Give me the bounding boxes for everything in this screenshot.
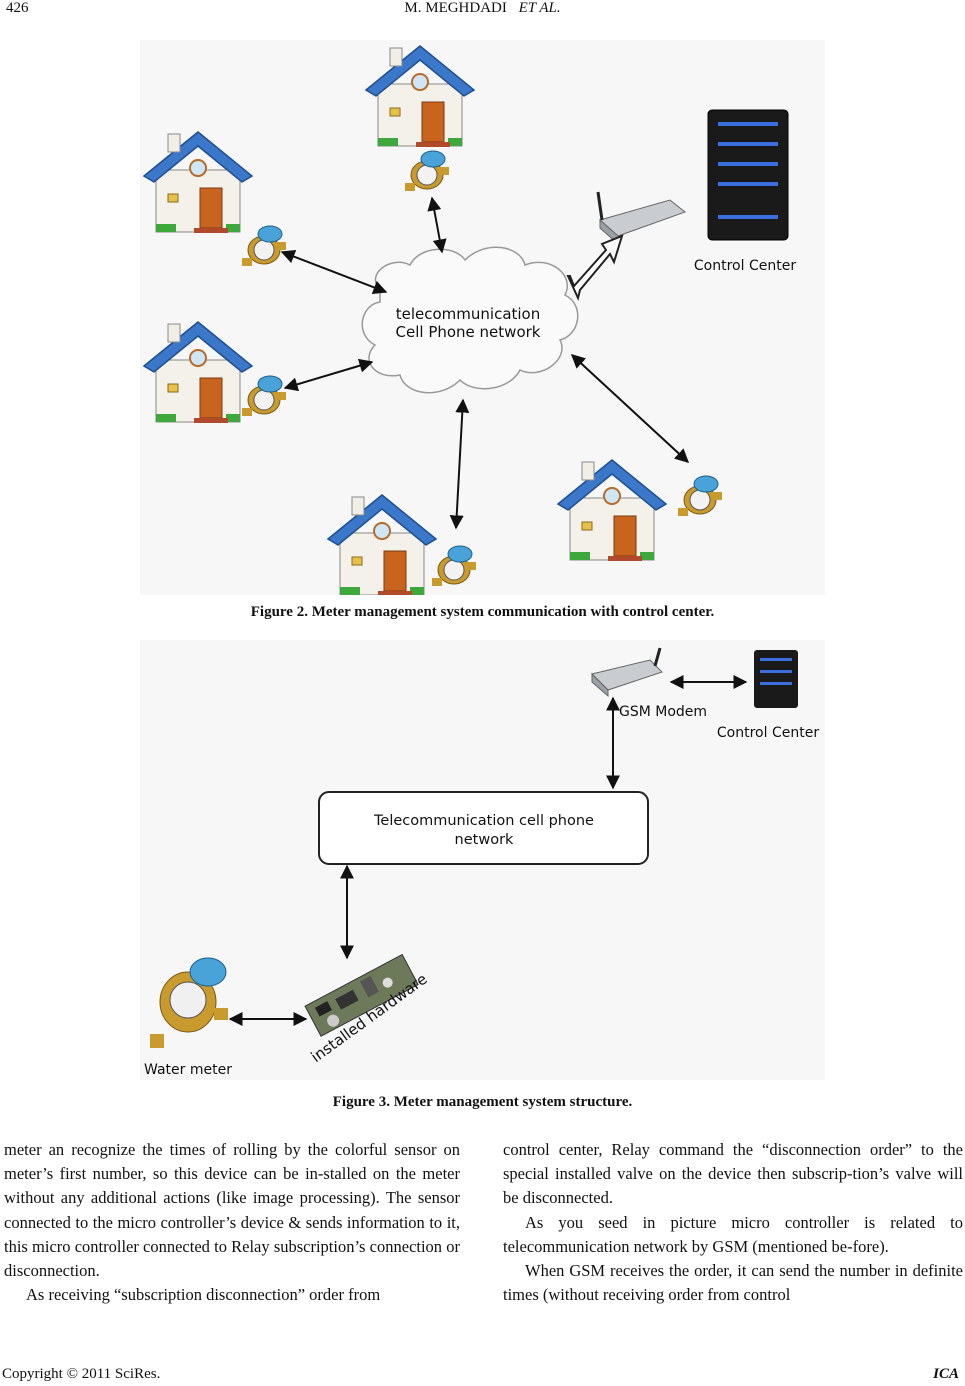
figure-2-caption: Figure 2. Meter management system commun… <box>250 604 715 620</box>
body-paragraph: control center, Relay command the “disco… <box>503 1140 963 1208</box>
cloud-shape <box>361 246 579 394</box>
body-paragraph: meter an recognize the times of rolling … <box>4 1140 460 1281</box>
figure-2-diagram: Control Center telecommunication Cell Ph… <box>140 40 825 595</box>
footer-journal: ICA <box>933 1366 959 1382</box>
body-column-right: control center, Relay command the “disco… <box>503 1138 963 1307</box>
cloud-label-line2: Cell Phone network <box>396 323 541 341</box>
link-arrow <box>427 196 447 254</box>
server-icon <box>707 109 789 241</box>
gsm-modem-icon <box>596 191 687 246</box>
wireless-double-arrow <box>566 234 624 302</box>
link-arrow <box>449 398 470 530</box>
gsm-modem-label: GSM Modem <box>619 704 707 720</box>
network-label-line1: Telecommunication cell phone <box>373 813 594 829</box>
circuit-board-icon <box>304 953 419 1037</box>
gsm-modem-icon <box>591 647 663 698</box>
body-paragraph: When GSM receives the order, it can send… <box>503 1261 963 1305</box>
control-center-label: Control Center <box>717 725 819 741</box>
figure-3-diagram: GSM Modem Control Center Telecommunicati… <box>140 640 825 1080</box>
control-center-label: Control Center <box>694 258 796 274</box>
footer-copyright: Copyright © 2011 SciRes. <box>2 1366 161 1382</box>
link-arrow <box>280 249 388 295</box>
body-paragraph: As receiving “subscription disconnection… <box>26 1285 381 1305</box>
body-paragraph: As you seed in picture micro controller … <box>503 1212 963 1256</box>
server-icon <box>754 650 798 708</box>
water-meter-label: Water meter <box>144 1062 232 1078</box>
page-number: 426 <box>6 0 29 16</box>
link-arrow <box>283 358 374 392</box>
water-meter-icon <box>150 957 228 1048</box>
body-column-left: meter an recognize the times of rolling … <box>4 1138 460 1307</box>
figure-3-caption: Figure 3. Meter management system struct… <box>332 1094 633 1110</box>
header-et-al: ET AL. <box>518 0 561 16</box>
header-authors: M. MEGHDADI <box>404 0 507 16</box>
network-box <box>318 791 649 865</box>
link-arrow <box>570 354 690 463</box>
network-label-line2: network <box>455 832 514 848</box>
cloud-label-line1: telecommunication <box>396 305 541 323</box>
running-header: M. MEGHDADI ET AL. <box>0 0 965 17</box>
